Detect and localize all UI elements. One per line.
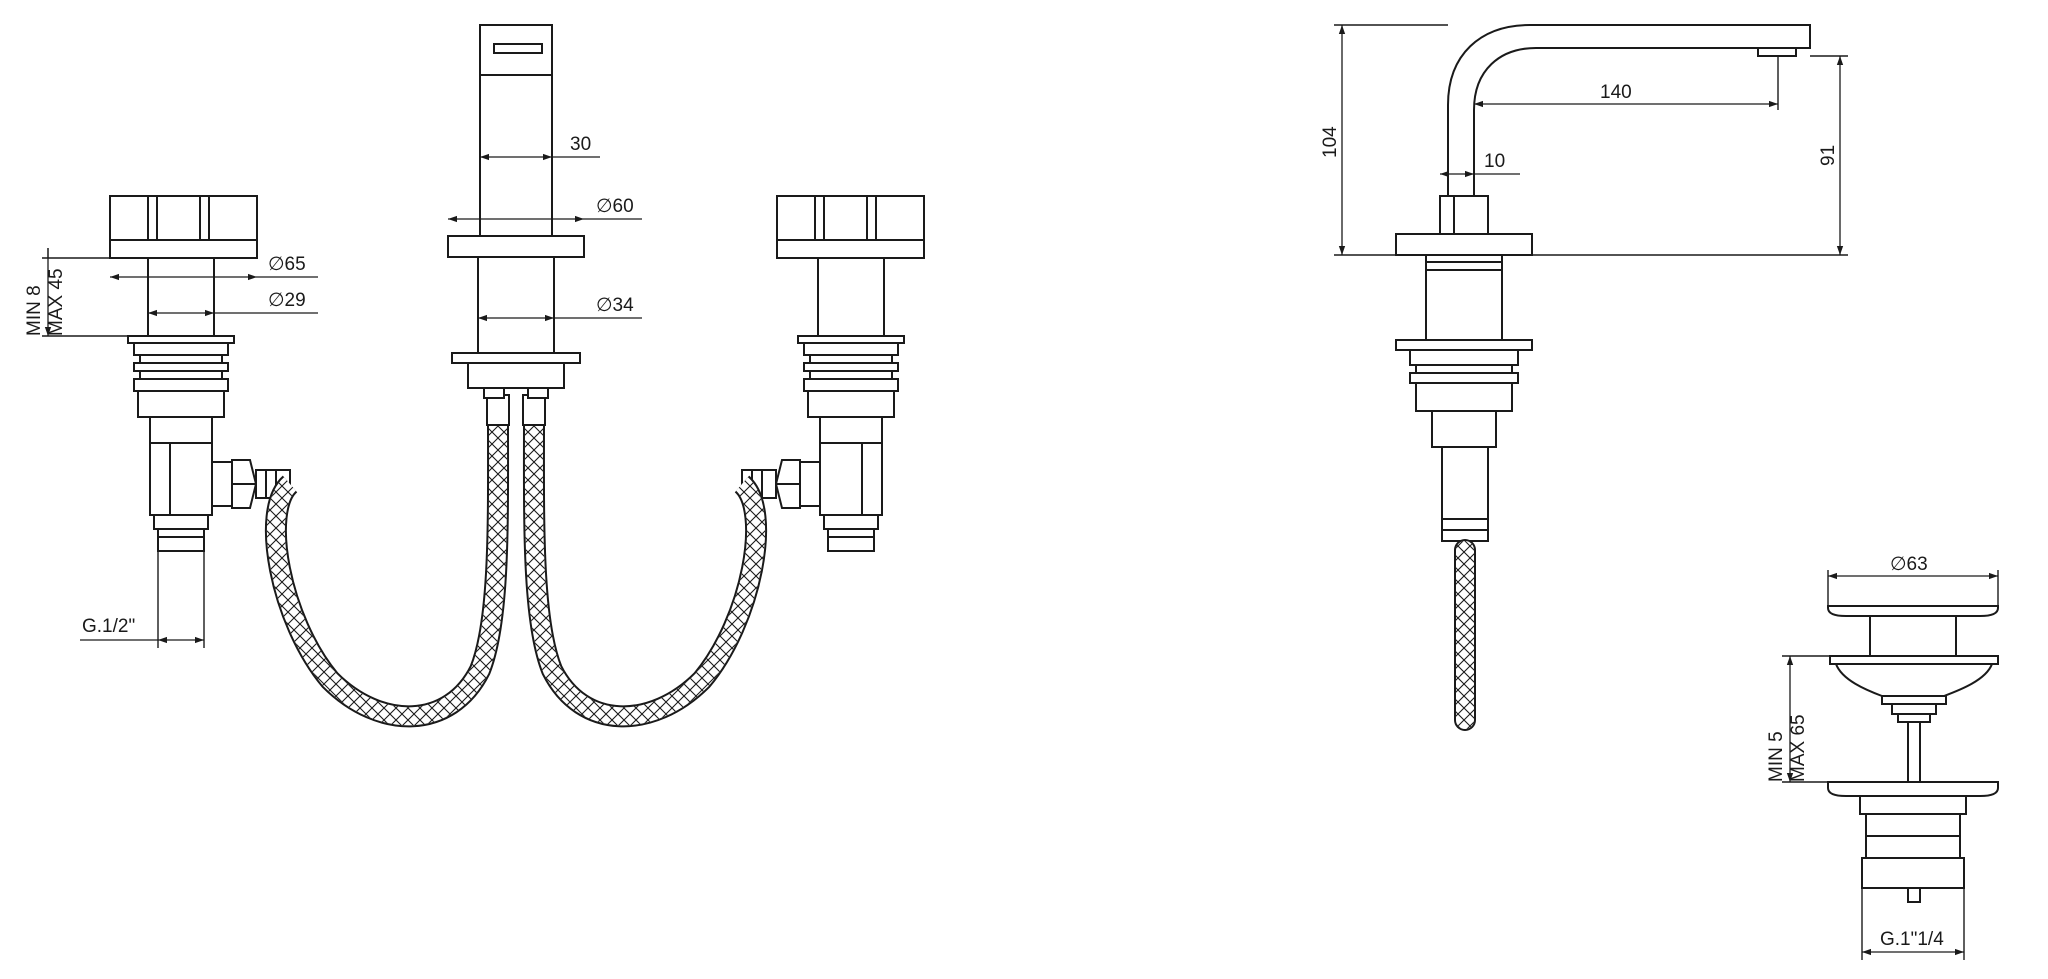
handle-diameter-label: ∅65 [268, 254, 306, 275]
side-dimensions [1334, 24, 1848, 256]
left-handle-valve [109, 195, 291, 552]
right-handle-valve [741, 195, 925, 552]
side-dimension-labels: 104 140 91 10 [1320, 82, 1839, 172]
front-dimensions [42, 140, 642, 648]
waste-connection-label: G.1"1/4 [1880, 929, 1944, 950]
spout-width-label: 30 [570, 134, 591, 155]
spout-projection-label: 10 [1484, 151, 1505, 172]
handle-deck-thickness-label: MIN 8MAX 45 [24, 268, 67, 336]
spout-body-diameter-label: ∅34 [596, 295, 634, 316]
spout-base-diameter-label: ∅60 [596, 196, 634, 217]
spout-height-label: 104 [1320, 126, 1341, 158]
waste-diameter-label: ∅63 [1890, 554, 1928, 575]
waste-dimension-labels: ∅63 MIN 5MAX 65 G.1"1/4 [1766, 554, 1944, 950]
waste-dimensions [1782, 570, 1999, 960]
central-spout [447, 24, 585, 399]
spout-reach-label: 140 [1600, 82, 1632, 103]
front-dimension-labels: 30 ∅60 ∅34 ∅65 ∅29 MIN 8MAX 45 G.1/2" [24, 134, 634, 637]
spout-outlet-height-label: 91 [1818, 145, 1839, 166]
pop-up-waste [1827, 605, 1999, 903]
side-view-spout [1395, 24, 1811, 731]
front-hoses [264, 394, 768, 728]
handle-connection-label: G.1/2" [82, 616, 135, 637]
right-hose [522, 419, 768, 728]
left-hose [264, 419, 510, 728]
handle-body-diameter-label: ∅29 [268, 290, 306, 311]
waste-thickness-label: MIN 5MAX 65 [1766, 714, 1809, 782]
